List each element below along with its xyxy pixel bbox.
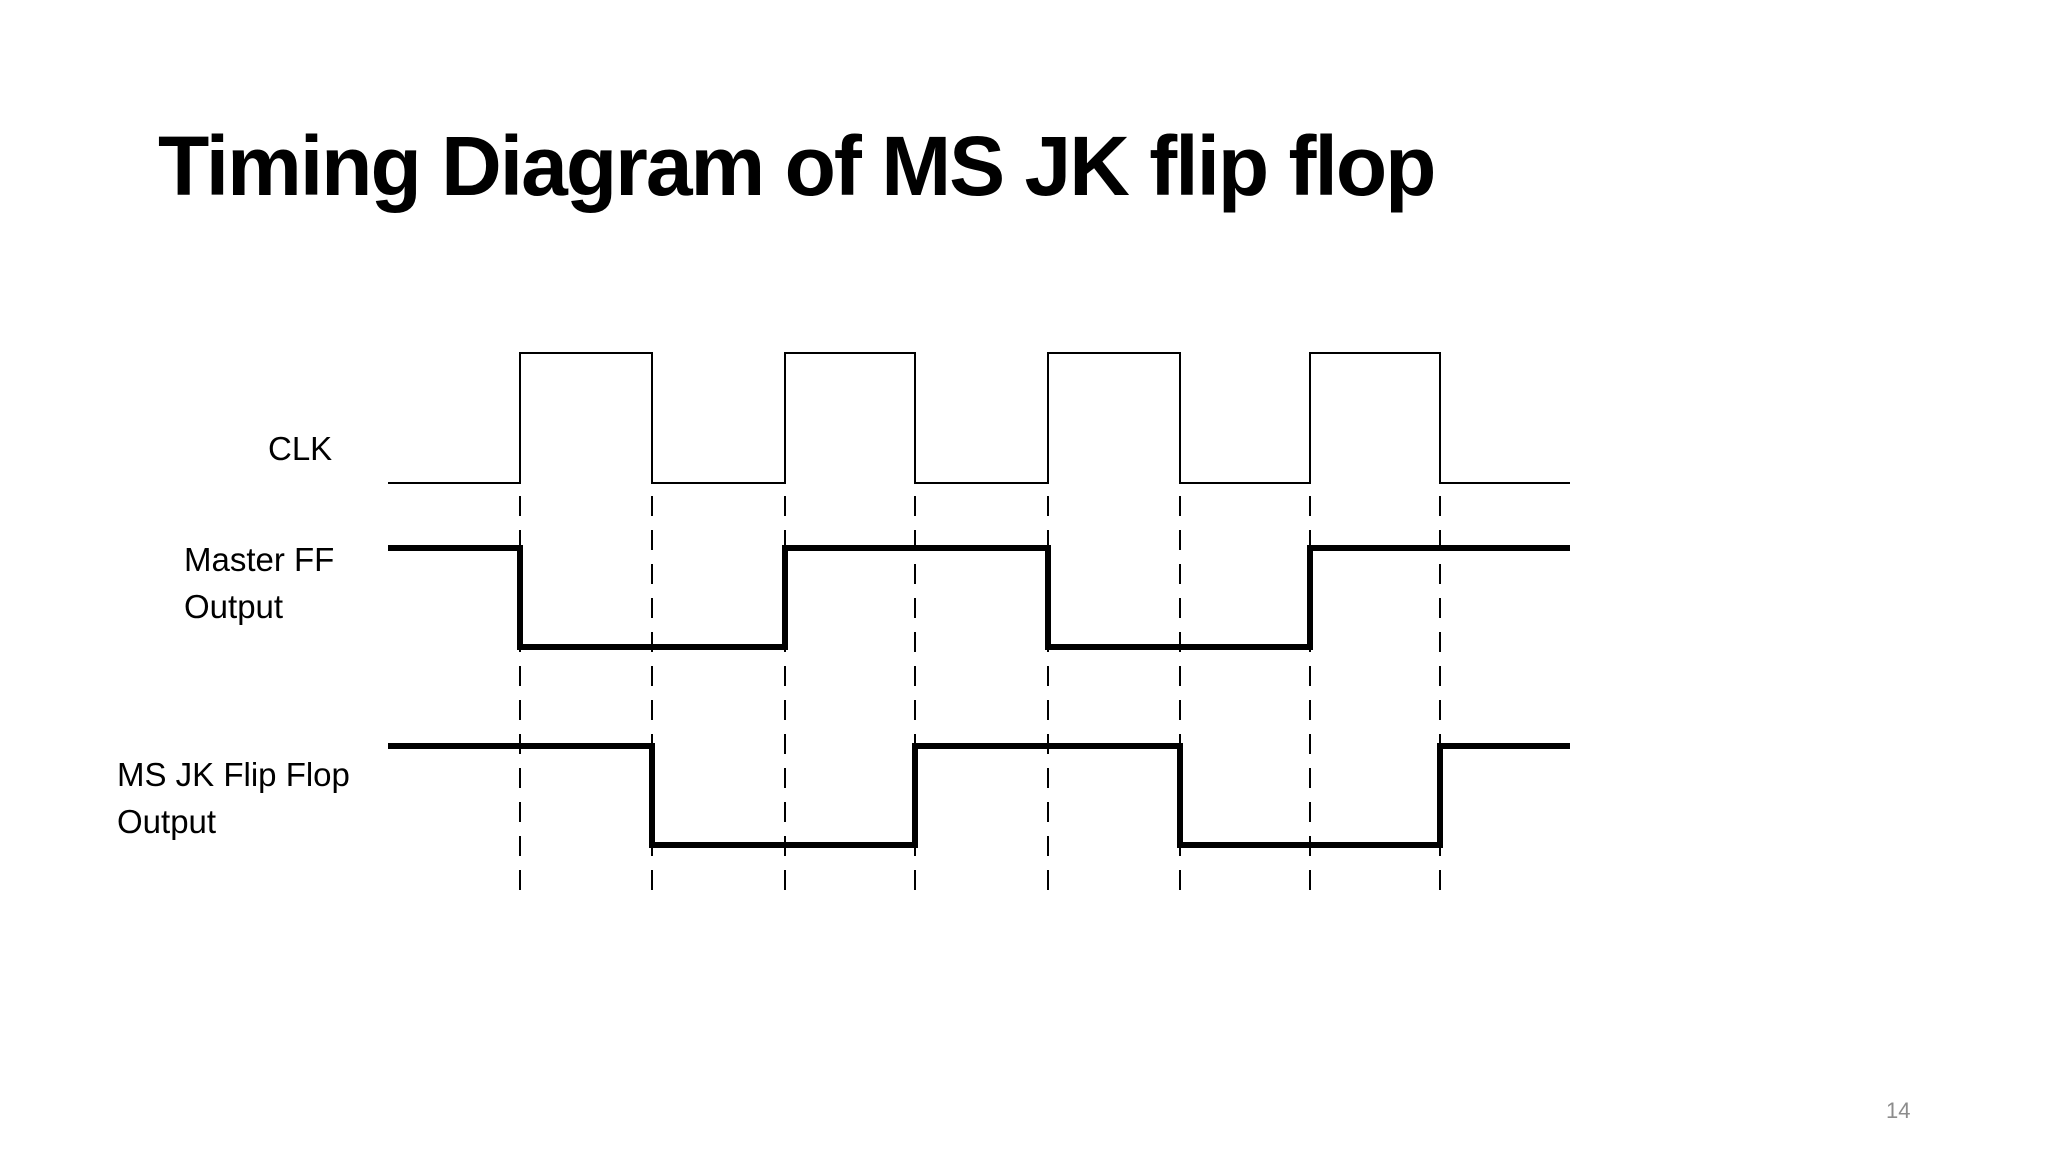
master-ff-label-line1: Master FF	[184, 541, 335, 578]
clk-label: CLK	[268, 425, 332, 472]
msjk-output-waveform	[388, 743, 1570, 848]
master-ff-label-line2: Output	[184, 588, 284, 625]
page-number: 14	[1886, 1098, 1911, 1123]
master-ff-output-label: Master FF Output	[184, 536, 334, 630]
clk-waveform	[388, 352, 1570, 484]
clock-edge-guides	[519, 496, 1441, 895]
msjk-label-line1: MS JK Flip Flop	[117, 756, 350, 793]
master-ff-output-waveform	[388, 545, 1570, 650]
slide-title: Timing Diagram of MS JK flip flop	[158, 119, 1436, 213]
clk-label-text: CLK	[268, 430, 333, 467]
msjk-label-line2: Output	[117, 803, 217, 840]
msjk-output-label: MS JK Flip Flop Output	[117, 751, 350, 845]
